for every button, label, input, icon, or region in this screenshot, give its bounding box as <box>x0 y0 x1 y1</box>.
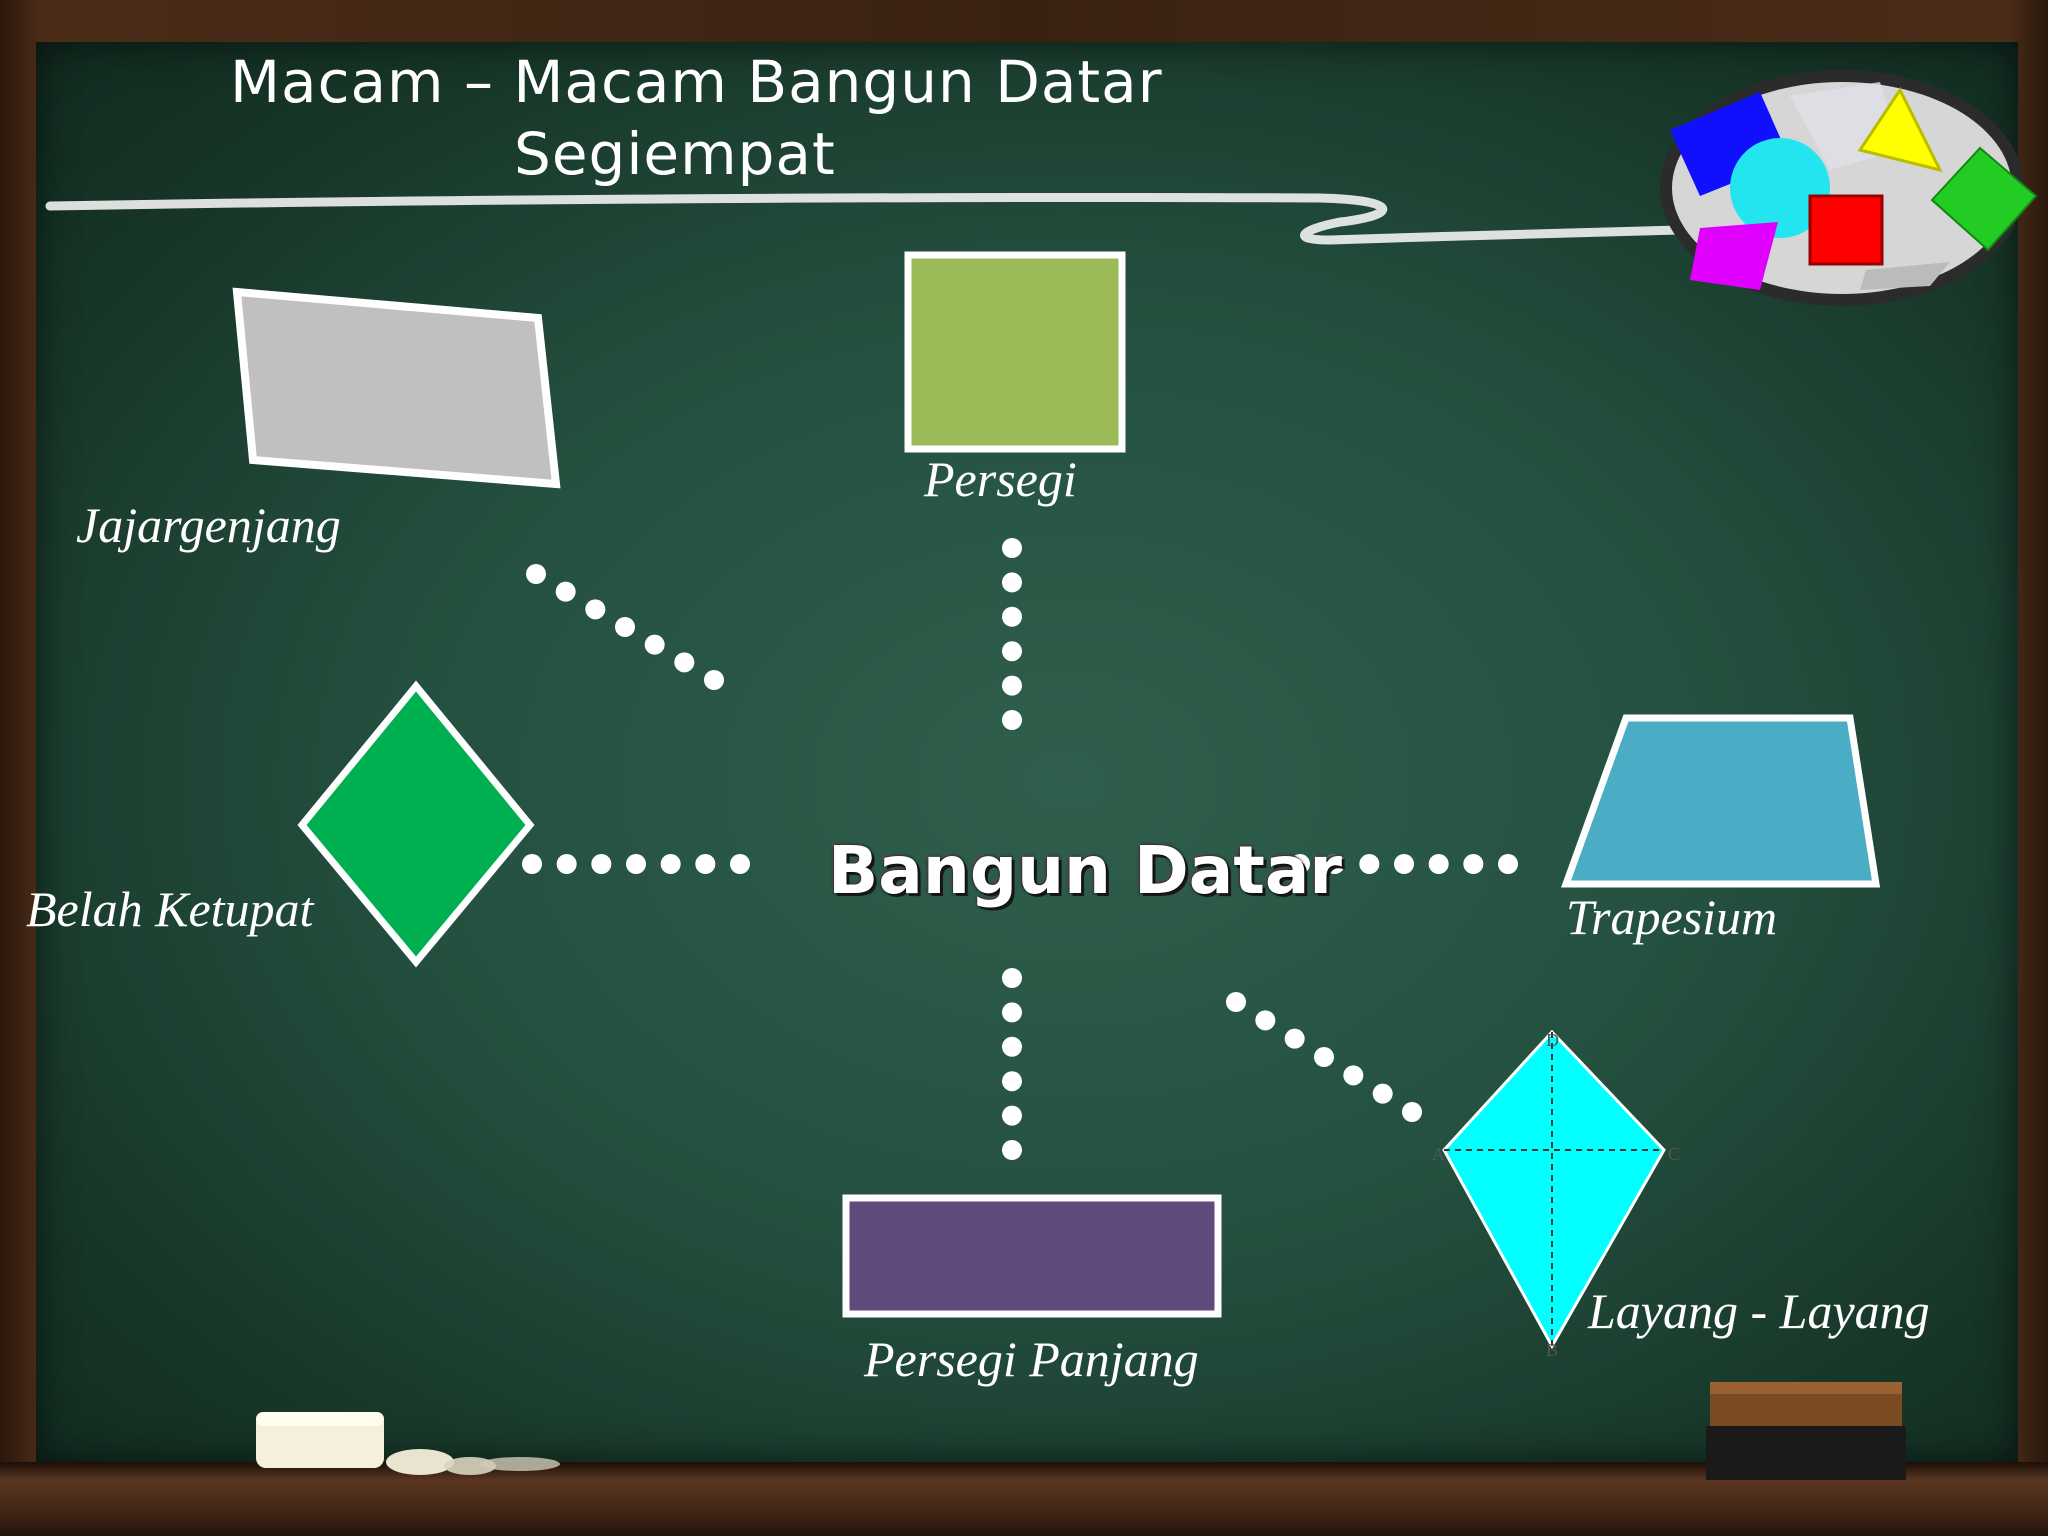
connector-trapesium-dot <box>1324 854 1345 874</box>
connector-belah-ketupat-dot <box>591 854 612 874</box>
connector-jajargenjang-dot <box>555 581 576 602</box>
persegi-shape <box>904 251 1126 453</box>
connector-jajargenjang-dot <box>585 599 606 620</box>
label-belah-ketupat: Belah Ketupat <box>26 881 314 937</box>
connector-jajargenjang-dot <box>704 670 724 690</box>
connector-persegi-dot <box>1002 606 1022 627</box>
label-persegi-panjang: Persegi Panjang <box>864 1331 1199 1387</box>
connector-layang-layang-dot <box>1343 1065 1364 1086</box>
connector-persegi-dot <box>1002 675 1022 696</box>
connector-layang-layang-dot <box>1226 992 1246 1012</box>
connector-jajargenjang-dot <box>674 652 695 673</box>
jajargenjang-shape <box>232 287 561 489</box>
trapesium-shape <box>1561 714 1881 888</box>
connector-belah-ketupat-dot <box>660 854 681 874</box>
connector-trapesium-dot <box>1428 854 1449 874</box>
kite-vertex-label-b: B <box>1546 1340 1558 1360</box>
persegi-panjang-shape <box>842 1194 1222 1318</box>
page-title-line-2: Segiempat <box>514 120 836 188</box>
label-trapesium: Trapesium <box>1566 889 1778 945</box>
connector-persegi-panjang-dot <box>1002 1071 1022 1092</box>
connector-trapesium-dot <box>1498 854 1518 874</box>
label-persegi: Persegi <box>924 451 1077 507</box>
connector-belah-ketupat-dot <box>556 854 577 874</box>
kite-vertex-label-d: D <box>1546 1030 1559 1050</box>
center-label: Bangun Datar <box>828 832 1342 909</box>
connector-layang-layang-dot <box>1284 1028 1305 1049</box>
connector-jajargenjang-dot <box>615 617 635 637</box>
connector-persegi-panjang-dot <box>1002 1140 1022 1160</box>
title-underline <box>45 192 1685 245</box>
connector-layang-layang-dot <box>1372 1083 1393 1104</box>
connector-belah-ketupat-dot <box>730 854 750 874</box>
connector-persegi-dot <box>1002 641 1022 662</box>
connector-layang-layang-dot <box>1402 1102 1422 1122</box>
connector-persegi-dot <box>1002 572 1022 593</box>
eraser-icon <box>1706 1382 1906 1480</box>
connector-belah-ketupat-dot <box>522 854 542 874</box>
connector-trapesium-dot <box>1394 854 1414 874</box>
connector-persegi-dot <box>1002 710 1022 730</box>
label-layang-layang: Layang - Layang <box>1588 1283 1930 1339</box>
connector-trapesium-dot <box>1290 854 1310 874</box>
page-title-line-1: Macam – Macam Bangun Datar <box>230 48 1163 116</box>
label-jajargenjang: Jajargenjang <box>76 497 341 553</box>
belah-ketupat-shape <box>297 680 535 968</box>
layang-layang-shape: D A C B <box>1432 1029 1680 1360</box>
chalk-piece-icon <box>256 1412 560 1475</box>
connector-jajargenjang-dot <box>644 634 665 655</box>
connector-persegi-panjang-dot <box>1002 1002 1022 1023</box>
connector-persegi-panjang-dot <box>1002 1105 1022 1126</box>
connector-persegi-panjang-dot <box>1002 968 1022 988</box>
connector-layang-layang-dot <box>1314 1047 1334 1067</box>
connector-persegi-panjang-dot <box>1002 1036 1022 1057</box>
shapes-collage-icon <box>1660 70 2038 306</box>
kite-vertex-label-c: C <box>1668 1144 1680 1164</box>
connector-trapesium-dot <box>1359 854 1380 874</box>
dotted-connectors <box>522 538 1518 1160</box>
connector-jajargenjang-dot <box>526 564 546 584</box>
connector-layang-layang-dot <box>1255 1010 1276 1031</box>
connector-persegi-dot <box>1002 538 1022 558</box>
connector-belah-ketupat-dot <box>626 854 646 874</box>
kite-vertex-label-a: A <box>1432 1144 1445 1164</box>
connector-trapesium-dot <box>1463 854 1484 874</box>
connector-belah-ketupat-dot <box>695 854 716 874</box>
